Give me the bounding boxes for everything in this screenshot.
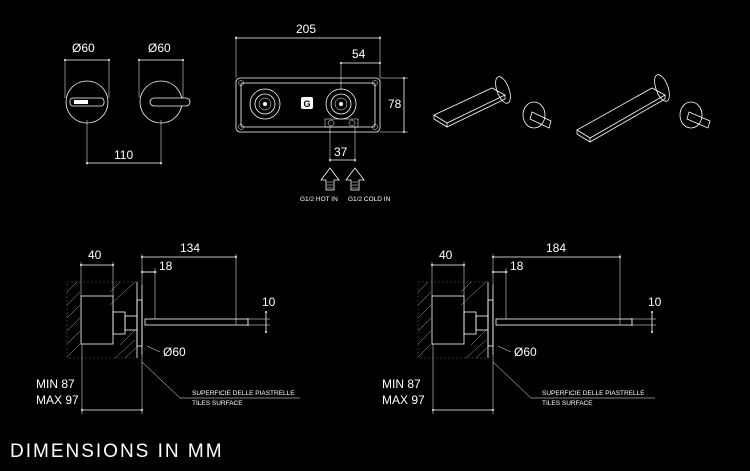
hot-inlet-arrow — [320, 167, 340, 191]
label-min-87-left: MIN 87 — [36, 377, 75, 391]
label-hot-in: G1/2 HOT IN — [300, 196, 338, 203]
handles-front-view: Ø60 Ø60 110 — [64, 41, 191, 165]
wall-hatch-left — [66, 281, 138, 359]
dim-diameter-60-right: Ø60 — [148, 41, 171, 55]
svg-text:G: G — [304, 99, 311, 109]
dim-37: 37 — [334, 145, 348, 159]
label-tiles-surface-it-left: SUPERFICIE DELLE PIASTRELLE — [192, 390, 295, 397]
label-min-87-right: MIN 87 — [382, 377, 421, 391]
cartridge-hot — [249, 88, 281, 120]
dim-diameter-60-section-left: Ø60 — [163, 345, 186, 359]
wall-hatch-right — [417, 281, 489, 359]
side-section-short: 40 134 18 10 Ø60 MIN 87 MAX 97 SUPERFICI… — [36, 241, 300, 414]
handle-short-iso — [522, 101, 552, 129]
dim-10-right: 10 — [648, 295, 662, 309]
dim-40-right: 40 — [439, 248, 453, 262]
side-section-long: 40 184 18 10 Ø60 MIN 87 MAX 97 SUPERFICI… — [382, 241, 662, 414]
dim-10-left: 10 — [262, 295, 276, 309]
spout-short-iso — [433, 76, 511, 128]
dim-40-left: 40 — [88, 248, 102, 262]
label-max-97-right: MAX 97 — [382, 393, 425, 407]
dim-width-205: 205 — [296, 22, 316, 36]
label-tiles-surface-en-right: TILES SURFACE — [542, 400, 593, 407]
dim-spacing-110: 110 — [114, 148, 133, 162]
dim-diameter-60-section-right: Ø60 — [514, 345, 537, 359]
cold-inlet-arrow — [345, 167, 365, 191]
cartridge-cold — [325, 88, 357, 120]
dim-diameter-60-left: Ø60 — [72, 41, 95, 55]
label-max-97-left: MAX 97 — [36, 393, 79, 407]
isometric-views — [433, 74, 711, 143]
label-cold-in: G1/2 COLD IN — [348, 196, 391, 203]
spout-long-iso — [576, 74, 670, 143]
concealed-body-view: G 205 54 78 37 — [235, 22, 408, 203]
handle-left — [64, 60, 110, 165]
handle-long-iso — [679, 101, 711, 129]
dim-height-78: 78 — [388, 97, 402, 111]
label-tiles-surface-en-left: TILES SURFACE — [192, 400, 243, 407]
dim-184: 184 — [546, 241, 566, 255]
dim-54: 54 — [352, 47, 366, 61]
page-footer-title: DIMENSIONS IN MM — [10, 441, 224, 462]
handle-right — [138, 60, 191, 165]
dim-134: 134 — [180, 241, 200, 255]
logo-mark: G — [301, 97, 313, 109]
dim-18-left: 18 — [159, 259, 173, 273]
label-tiles-surface-it-right: SUPERFICIE DELLE PIASTRELLE — [542, 390, 645, 397]
dim-18-right: 18 — [510, 259, 524, 273]
